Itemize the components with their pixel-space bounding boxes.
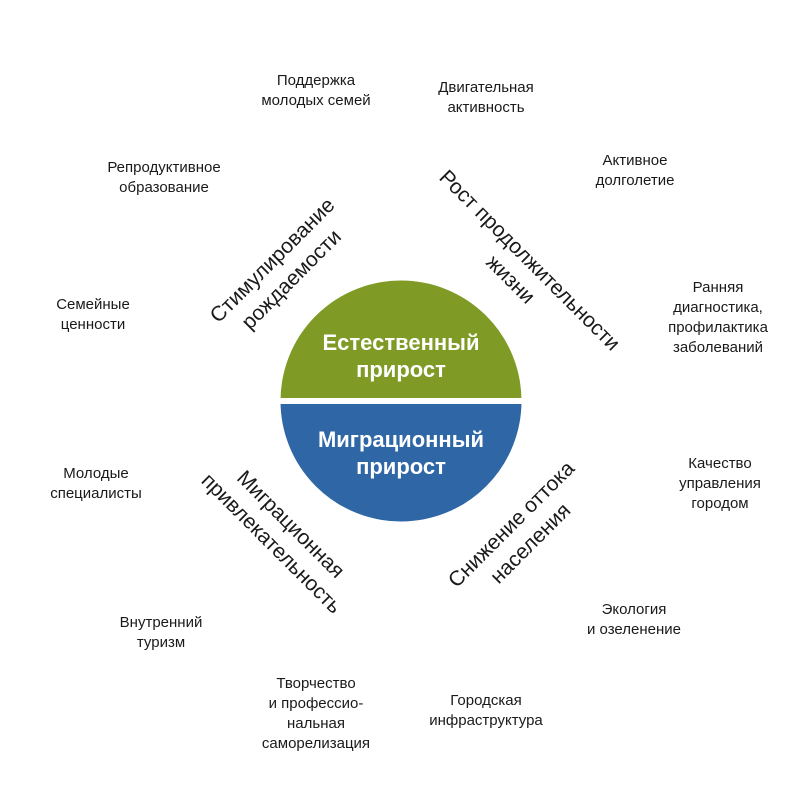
segment-divider xyxy=(618,524,752,606)
center-ring-divider xyxy=(273,273,529,529)
separators xyxy=(50,50,752,752)
segment-divider xyxy=(524,50,606,184)
segment-divider xyxy=(524,618,606,752)
segment-divider xyxy=(196,50,278,184)
segment-divider xyxy=(196,618,278,752)
center-bottom-half xyxy=(279,404,523,526)
center-top-half xyxy=(279,276,523,398)
outer-ring xyxy=(5,5,797,797)
segment-divider xyxy=(50,196,184,278)
segment-divider xyxy=(618,196,752,278)
ring-divider xyxy=(141,141,661,661)
segment-divider xyxy=(50,524,184,606)
center-disc xyxy=(279,276,523,526)
